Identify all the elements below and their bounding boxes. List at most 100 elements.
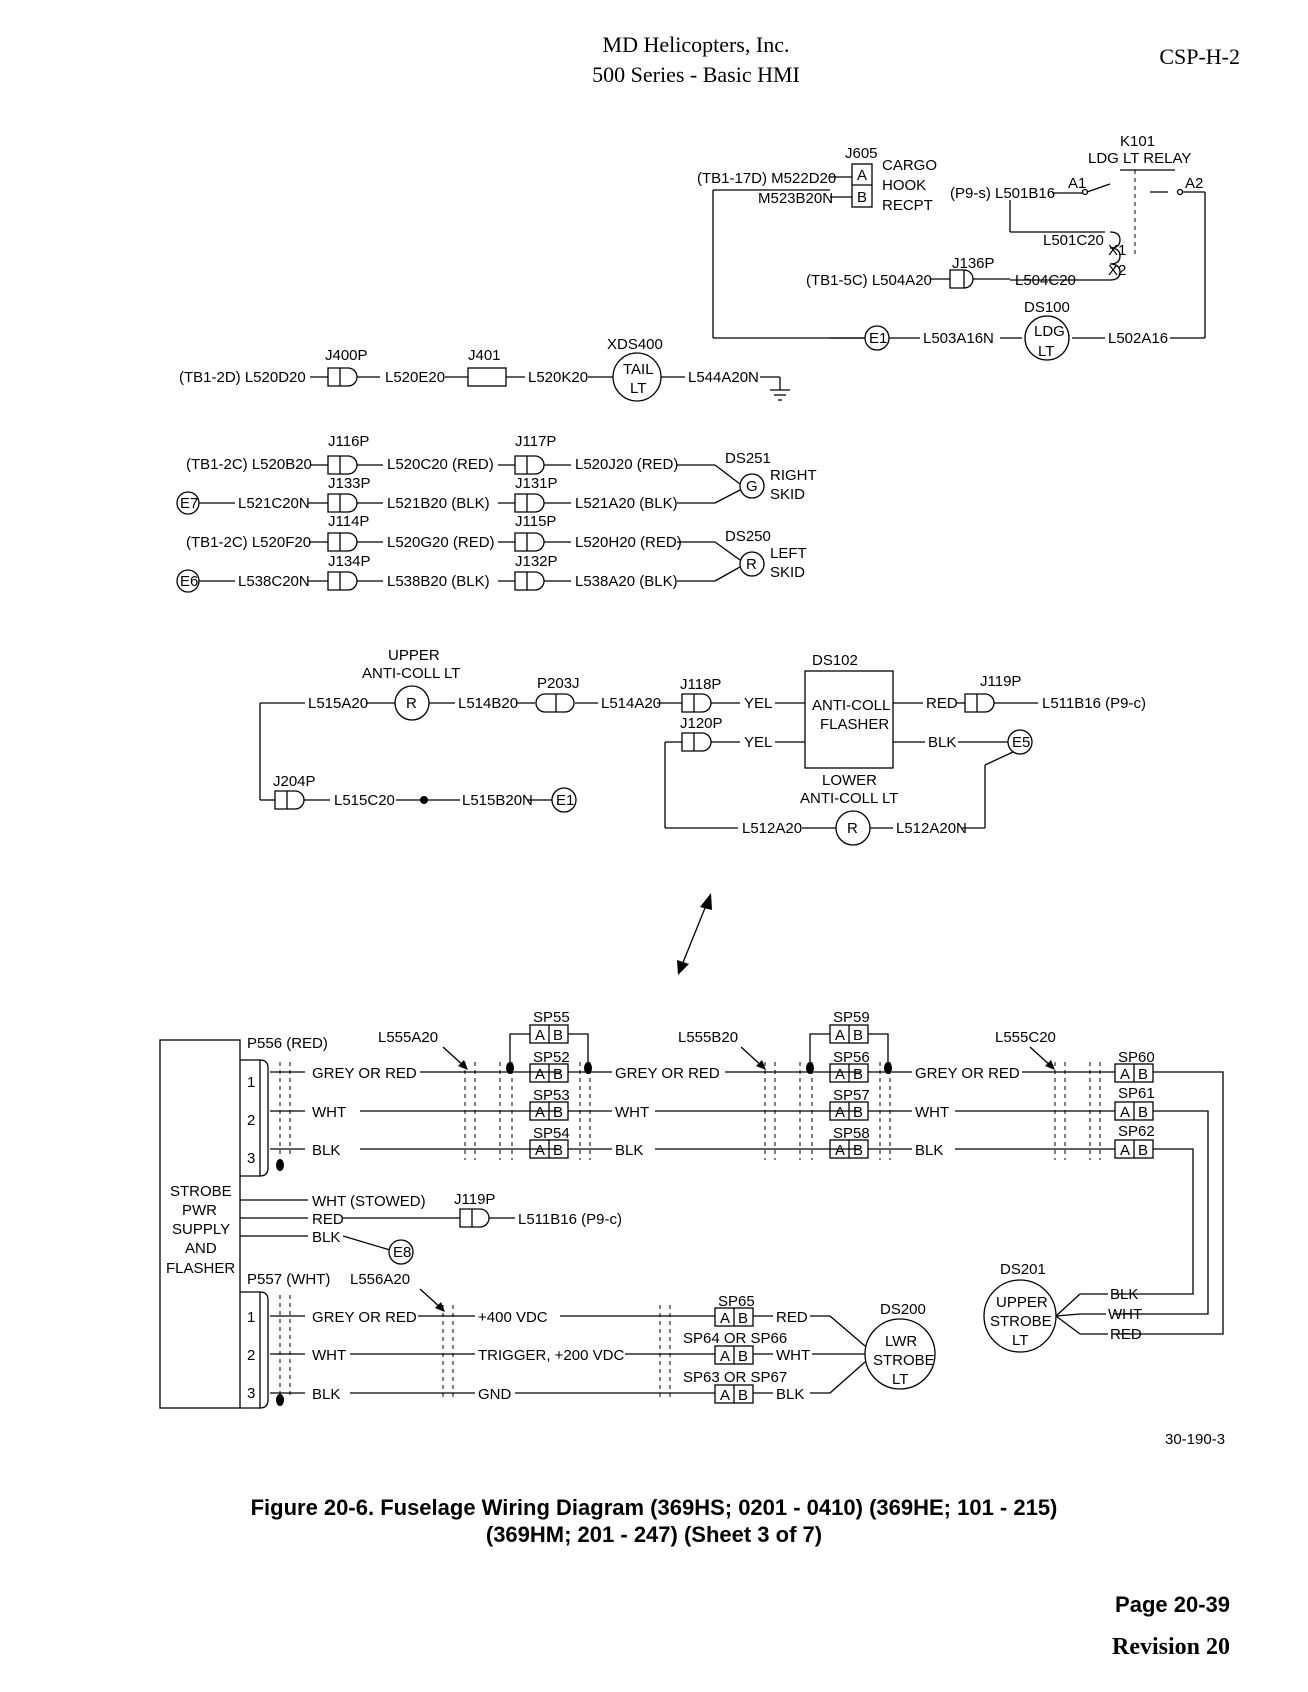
diagram-label: P556 (RED) (247, 1035, 328, 1052)
j605-label: J605 (845, 145, 878, 162)
diagram-label: (TB1-17D) M522D20 (697, 170, 836, 187)
diagram-label: J120P (680, 715, 723, 732)
diagram-label: L504C20 (1015, 272, 1076, 289)
diagram-label: TRIGGER, +200 VDC (478, 1347, 624, 1364)
diagram-label: STROBE (170, 1183, 232, 1200)
diagram-label: WHT (776, 1347, 810, 1364)
diagram-label: RED (776, 1309, 808, 1326)
anticollision-circuit: UPPER ANTI-COLL LT R L515A20 L514B20 P20… (259, 647, 1146, 846)
diagram-label: SP63 OR SP67 (683, 1369, 787, 1386)
diagram-label: (TB1-2D) L520D20 (179, 369, 306, 386)
diagram-label: BLK (915, 1142, 943, 1159)
diagram-label: A (535, 1104, 545, 1121)
j401-connector (467, 367, 507, 387)
diagram-label: SP61 (1118, 1085, 1155, 1102)
diagram-label: 2 (247, 1112, 255, 1129)
diagram-label: L556A20 (350, 1271, 410, 1288)
diagram-label: SP64 OR SP66 (683, 1330, 787, 1347)
diagram-label: L511B16 (P9-c) (518, 1211, 622, 1228)
diagram-label: J114P (328, 513, 369, 530)
strobe-circuit: STROBE PWR SUPPLY AND FLASHER P556 (RED)… (159, 1009, 1224, 1409)
diagram-label: SP56 (833, 1049, 870, 1066)
diagram-label: E8 (393, 1244, 411, 1261)
diagram-label: FLASHER (166, 1260, 235, 1277)
diagram-label: GREY OR RED (915, 1065, 1020, 1082)
diagram-label: CARGO (882, 157, 937, 174)
diagram-label: J204P (273, 773, 316, 790)
diagram-label: WHT (615, 1104, 649, 1121)
diagram-label: A (535, 1142, 545, 1159)
j400p-label: J400P (325, 347, 368, 364)
diagram-label: LOWER (822, 772, 877, 789)
diagram-label: 1 (247, 1074, 255, 1091)
diagram-label: A2 (1185, 175, 1203, 192)
diagram-label: HOOK (882, 177, 926, 194)
diagram-label: B (553, 1142, 563, 1159)
diagram-label: LT (630, 380, 646, 397)
diagram-label: L502A16 (1108, 330, 1168, 347)
diagram-label: L520J20 (RED) (575, 456, 678, 473)
diagram-label: L512A20N (896, 820, 967, 837)
diagram-label: L555A20 (378, 1029, 438, 1046)
header-series: 500 Series - Basic HMI (592, 62, 800, 87)
diagram-label: E1 (869, 330, 887, 347)
diagram-label: LT (1012, 1332, 1028, 1349)
diagram-label: SP55 (533, 1009, 570, 1026)
diagram-label: E1 (556, 792, 574, 809)
diagram-label: UPPER (996, 1294, 1048, 1311)
diagram-label: STROBE (873, 1352, 935, 1369)
diagram-label: A (720, 1310, 730, 1327)
diagram-label: SP57 (833, 1087, 870, 1104)
drawing-number: 30-190-3 (1165, 1431, 1225, 1448)
diagram-label: RIGHT (770, 467, 817, 484)
diagram-label: (TB1-5C) L504A20 (806, 272, 932, 289)
diagram-label: L538B20 (BLK) (387, 573, 490, 590)
diagram-label: WHT (312, 1104, 346, 1121)
diagram-label: SP52 (533, 1049, 570, 1066)
ds100-lamp (1024, 315, 1070, 361)
diagram-label: 1 (247, 1309, 255, 1326)
diagram-label: B (738, 1387, 748, 1404)
diagram-label: B (738, 1310, 748, 1327)
diagram-label: E6 (180, 573, 198, 590)
diagram-label: GND (478, 1386, 512, 1403)
diagram-label: P557 (WHT) (247, 1271, 330, 1288)
header-company: MD Helicopters, Inc. (602, 32, 790, 57)
diagram-label: TAIL (623, 361, 654, 378)
diagram-label: LT (1038, 343, 1054, 360)
diagram-label: A (535, 1066, 545, 1083)
diagram-label: L521A20 (BLK) (575, 495, 678, 512)
diagram-label: SP53 (533, 1087, 570, 1104)
diagram-label: B (853, 1142, 863, 1159)
diagram-label: L512A20 (742, 820, 802, 837)
diagram-label: L501C20 (1043, 232, 1104, 249)
diagram-label: 3 (247, 1150, 255, 1167)
diagram-label: ANTI-COLL LT (362, 665, 460, 682)
diagram-label: A (535, 1027, 545, 1044)
diagram-label: GREY OR RED (615, 1065, 720, 1082)
diagram-label: J118P (680, 676, 721, 693)
diagram-label: J132P (515, 553, 558, 570)
diagram-label: A (835, 1104, 845, 1121)
j136p-label: J136P (952, 255, 995, 272)
xds400-label: XDS400 (607, 336, 663, 353)
diagram-label: RED (926, 695, 958, 712)
diagram-label: B (853, 1104, 863, 1121)
diagram-label: L521C20N (238, 495, 310, 512)
diagram-label: L538C20N (238, 573, 310, 590)
diagram-label: BLK (928, 734, 956, 751)
diagram-label: SP58 (833, 1125, 870, 1142)
strobe-power-supply-box (159, 1039, 241, 1409)
diagram-label: L555C20 (995, 1029, 1056, 1046)
diagram-label: L514A20 (601, 695, 661, 712)
diagram-label: B (853, 1027, 863, 1044)
diagram-label: (P9-s) L501B16 (950, 185, 1055, 202)
diagram-label: A (1120, 1066, 1130, 1083)
diagram-label: L515A20 (308, 695, 368, 712)
diagram-label: WHT (312, 1347, 346, 1364)
diagram-label: L511B16 (P9-c) (1042, 695, 1146, 712)
diagram-label: J115P (515, 513, 556, 530)
diagram-label: L515B20N (462, 792, 533, 809)
ds200-label: DS200 (880, 1301, 926, 1318)
